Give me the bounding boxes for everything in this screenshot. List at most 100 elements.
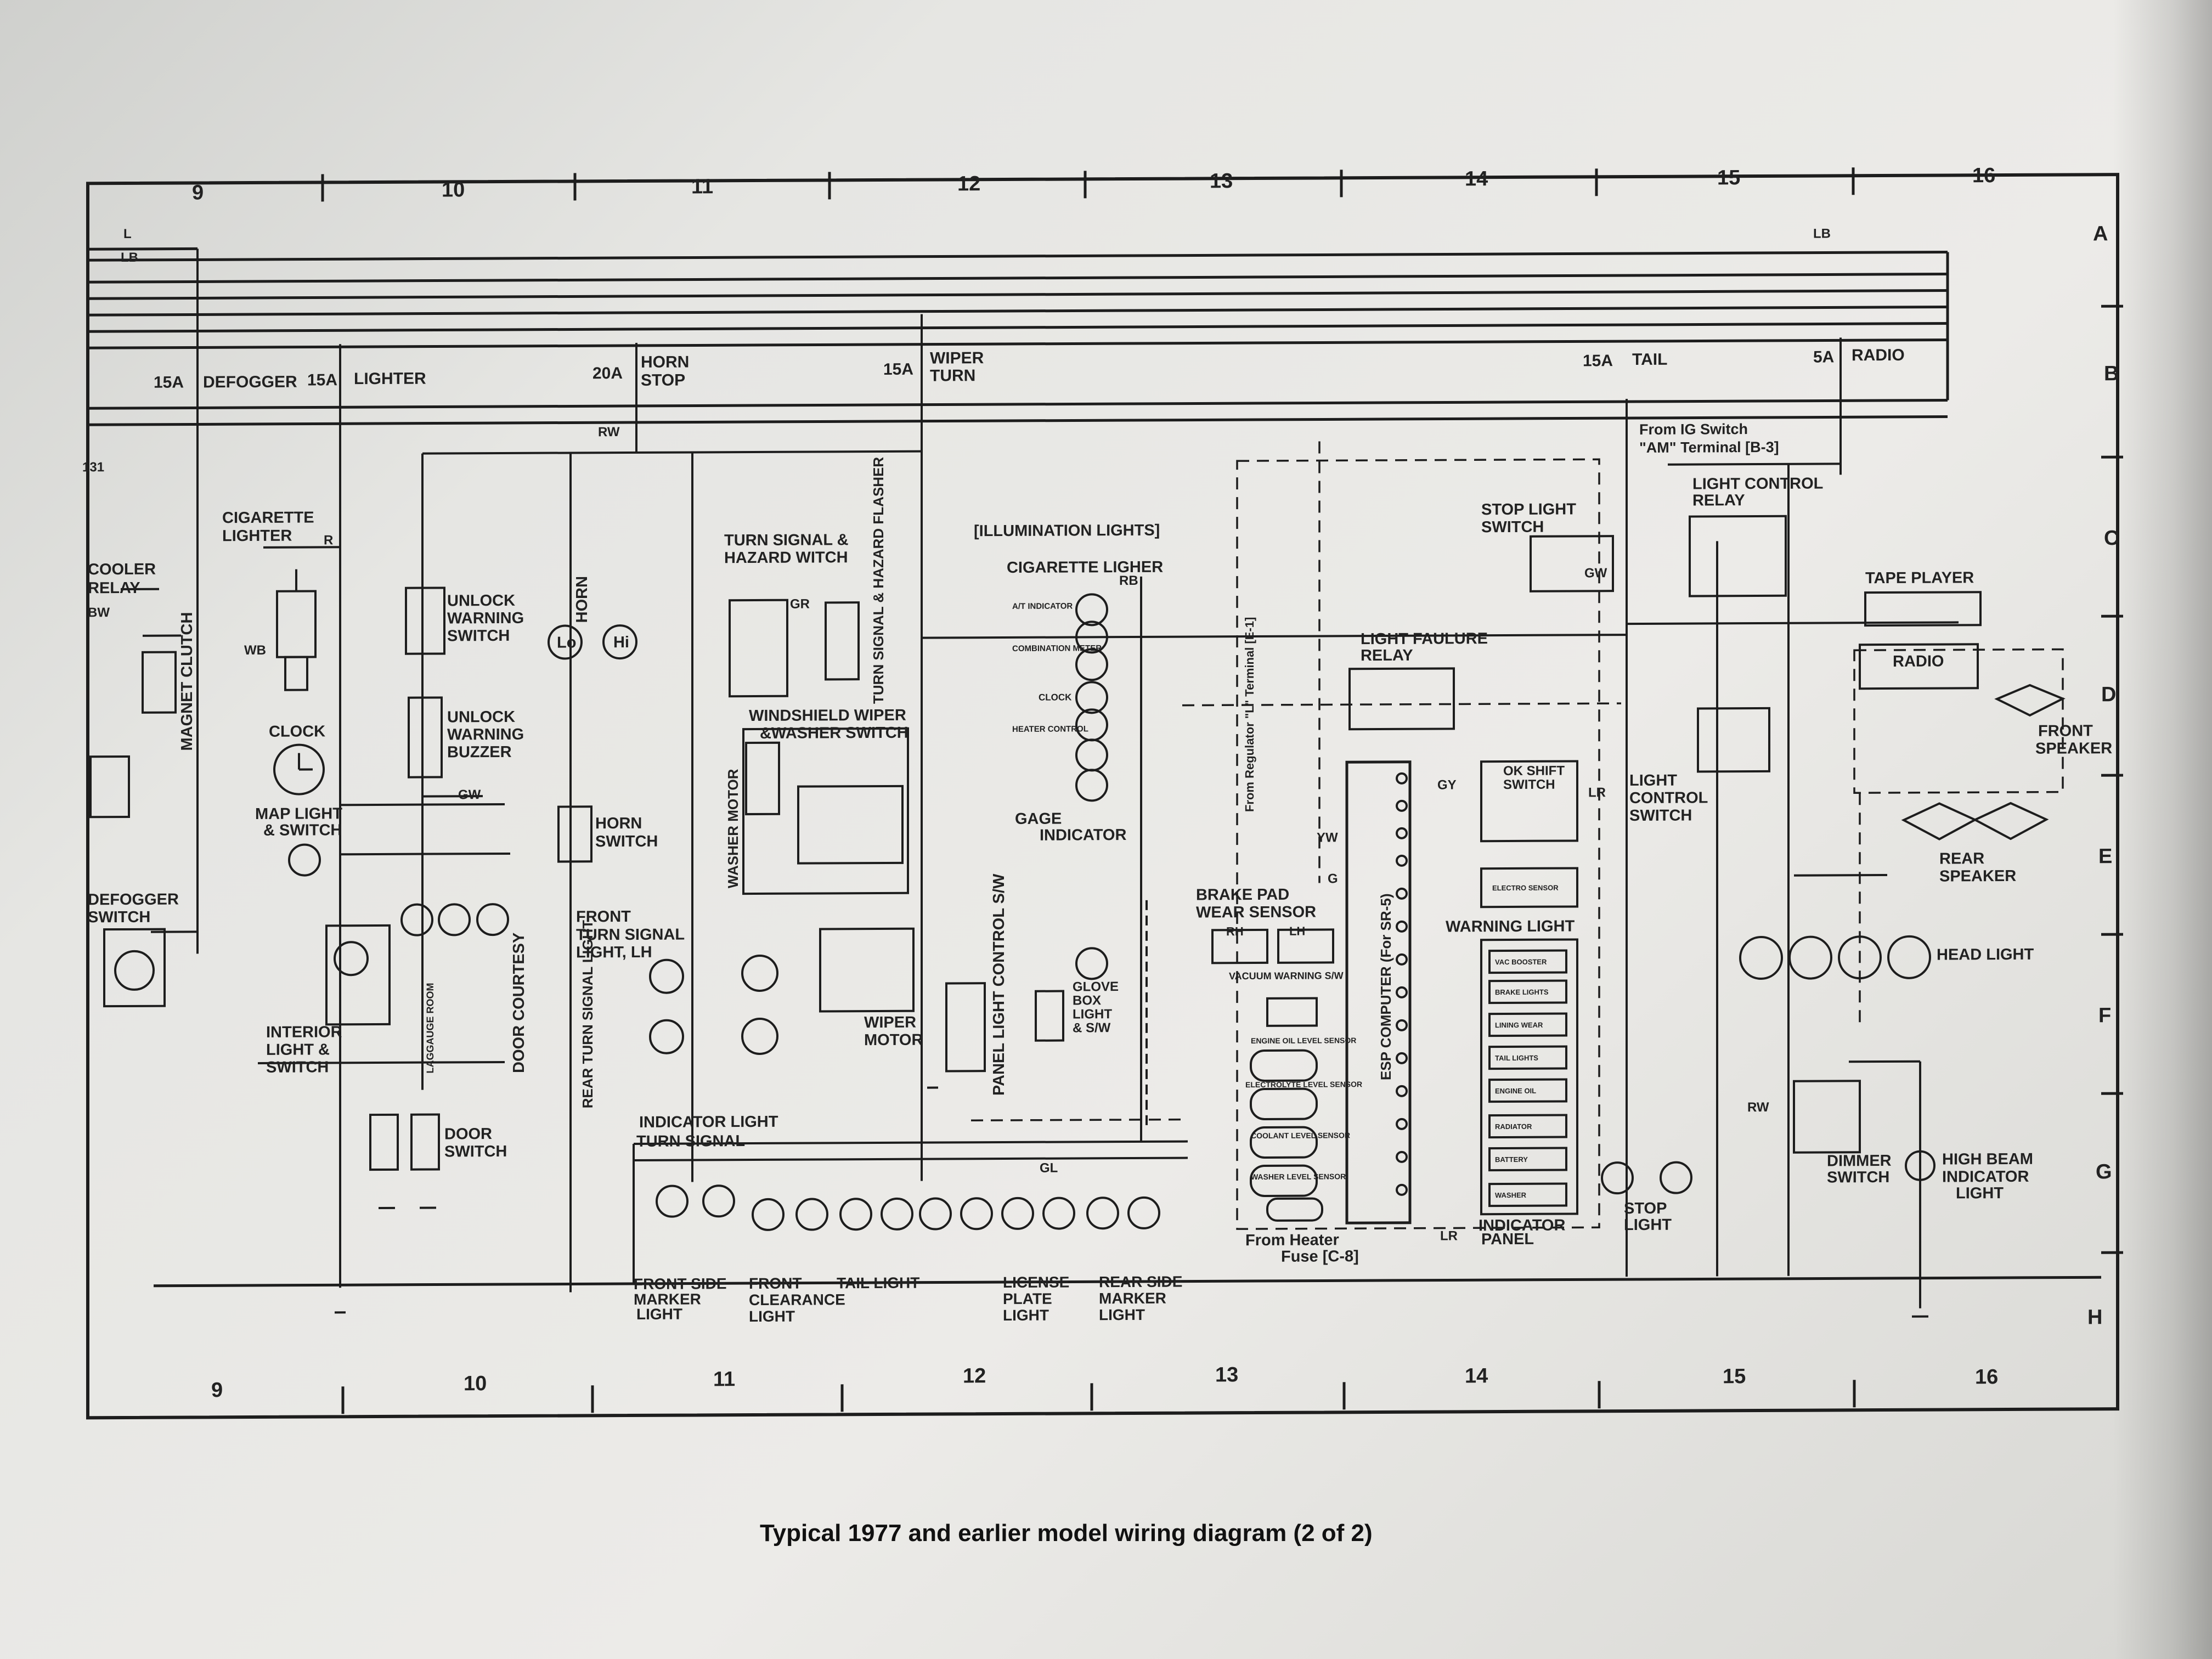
horn-label: HORN xyxy=(573,576,591,623)
rear-speaker-label: REAR xyxy=(1939,850,1984,867)
row-label-f: F xyxy=(2098,1004,2111,1027)
wire-yw: YW xyxy=(1317,830,1338,845)
from-ig-switch-label: From IG Switch xyxy=(1639,421,1748,438)
col-label-bottom-16: 16 xyxy=(1975,1365,1998,1389)
fuse-tail-rating: 15A xyxy=(1583,352,1613,370)
illumination-lights-label: [ILLUMINATION LIGHTS] xyxy=(974,522,1160,540)
gage-indicator-label2: INDICATOR xyxy=(1040,826,1126,844)
at-indicator-label: A/T INDICATOR xyxy=(1012,601,1073,611)
cigarette-lighter-label: CIGARETTE xyxy=(222,509,314,527)
indicator-light-label: INDICATOR LIGHT xyxy=(639,1113,778,1131)
col-label-top-14: 14 xyxy=(1465,167,1488,190)
rear-side-marker-label: REAR SIDE xyxy=(1099,1273,1182,1291)
front-side-marker-label: FRONT SIDE xyxy=(634,1275,727,1293)
wire-lr: LR xyxy=(1588,785,1606,800)
col-label-bottom-10: 10 xyxy=(464,1372,487,1395)
fuse-wiper-label1: WIPER xyxy=(930,349,984,367)
glove-box-label: GLOVE xyxy=(1073,979,1119,994)
indicator-panel-label2: PANEL xyxy=(1481,1231,1534,1248)
glove-box-label4: & S/W xyxy=(1073,1020,1111,1035)
row-label-d: D xyxy=(2101,683,2116,706)
wire-gw-stop: GW xyxy=(1584,566,1607,580)
panel-item-radiator: RADIATOR xyxy=(1495,1122,1532,1131)
clock-label: CLOCK xyxy=(269,723,325,740)
interior-light-label3: SWITCH xyxy=(266,1058,329,1076)
door-courtesy-label: DOOR COURTESY xyxy=(510,933,528,1073)
wire-rw: RW xyxy=(598,425,620,439)
row-label-e: E xyxy=(2098,845,2112,868)
license-plate-label3: LIGHT xyxy=(1003,1307,1049,1324)
col-label-top-10: 10 xyxy=(442,178,465,201)
wire-wb: WB xyxy=(244,643,266,658)
high-beam-indicator-label3: LIGHT xyxy=(1956,1184,2004,1202)
electro-sensor-label: ELECTRO SENSOR xyxy=(1492,884,1559,893)
from-heater-label2: Fuse [C-8] xyxy=(1281,1248,1359,1266)
fuse-lighter-rating: 15A xyxy=(307,371,337,389)
fuse-tail-label: TAIL xyxy=(1632,351,1667,369)
row-label-g: G xyxy=(2096,1160,2112,1183)
wiper-motor-label: WIPER xyxy=(864,1014,916,1031)
brake-pad-label: BRAKE PAD xyxy=(1196,886,1289,904)
door-switch-label: DOOR xyxy=(444,1125,492,1143)
col-label-bottom-12: 12 xyxy=(963,1364,986,1387)
cigarette-lighter-label2: LIGHTER xyxy=(222,527,292,545)
light-control-relay-label: LIGHT CONTROL xyxy=(1692,475,1823,493)
glove-box-label3: LIGHT xyxy=(1073,1007,1112,1022)
flasher-label: TURN SIGNAL & HAZARD FLASHER xyxy=(870,457,887,704)
turn-signal-label: TURN SIGNAL xyxy=(636,1132,745,1150)
diagram-caption: Typical 1977 and earlier model wiring di… xyxy=(760,1520,1373,1547)
col-label-bottom-9: 9 xyxy=(211,1379,223,1402)
unlock-switch-label2: WARNING xyxy=(447,610,524,628)
light-failure-relay-label: LIGHT FAULURE xyxy=(1361,630,1488,648)
from-heater-label: From Heater xyxy=(1245,1231,1339,1249)
esp-computer-label: ESP COMPUTER (For SR-5) xyxy=(1378,893,1394,1080)
turn-hazard-switch-label2: HAZARD WITCH xyxy=(724,549,848,567)
horn-lo-label: Lo xyxy=(557,634,576,651)
front-clearance-label2: CLEARANCE xyxy=(749,1291,845,1308)
wire-gy: GY xyxy=(1437,777,1457,792)
col-label-bottom-14: 14 xyxy=(1465,1364,1488,1387)
fuse-radio-rating: 5A xyxy=(1813,348,1834,366)
wiper-switch-label2: &WASHER SWITCH xyxy=(760,724,909,742)
defogger-switch-label: DEFOGGER xyxy=(88,891,179,909)
wire-gw: GW xyxy=(458,787,481,802)
dimmer-switch-label: DIMMER xyxy=(1827,1152,1892,1170)
fuse-horn-label2: STOP xyxy=(641,371,685,390)
front-turn-label: FRONT xyxy=(576,908,631,926)
unlock-buzzer-label2: WARNING xyxy=(447,726,524,744)
map-light-label2: & SWITCH xyxy=(263,821,342,839)
wire-gl: GL xyxy=(1040,1161,1058,1176)
row-label-h: H xyxy=(2087,1306,2102,1329)
cig-ligher-label: CIGARETTE LIGHER xyxy=(1007,558,1163,577)
fuse-radio-label: RADIO xyxy=(1852,346,1905,364)
light-control-switch-label: LIGHT xyxy=(1629,772,1677,789)
unlock-buzzer-label3: BUZZER xyxy=(447,743,512,761)
wire-rb: RB xyxy=(1119,573,1138,588)
col-label-bottom-15: 15 xyxy=(1723,1365,1746,1388)
stop-light-switch-label2: SWITCH xyxy=(1481,518,1544,536)
panel-item-battery: BATTERY xyxy=(1495,1155,1528,1164)
col-label-top-16: 16 xyxy=(1972,164,1995,187)
interior-light-label: INTERIOR xyxy=(266,1023,342,1041)
license-plate-label2: PLATE xyxy=(1003,1290,1052,1307)
electrolyte-sensor-label: ELECTROLYTE LEVEL SENSOR xyxy=(1245,1080,1362,1089)
col-label-top-13: 13 xyxy=(1210,170,1233,193)
defogger-switch-label2: SWITCH xyxy=(88,909,150,926)
col-label-top-12: 12 xyxy=(957,172,980,195)
glove-box-label2: BOX xyxy=(1073,993,1101,1008)
wire-l: L xyxy=(123,227,132,241)
stop-light-switch-label: STOP LIGHT xyxy=(1481,500,1576,518)
horn-hi-label: Hi xyxy=(613,634,629,651)
washer-level-sensor-label: WASHER LEVEL SENSOR xyxy=(1251,1172,1346,1181)
light-control-switch-label3: SWITCH xyxy=(1629,807,1692,825)
panel-item-brake-lights: BRAKE LIGHTS xyxy=(1495,988,1549,996)
fuse-wiper-label2: TURN xyxy=(930,366,975,385)
brake-pad-label2: WEAR SENSOR xyxy=(1196,904,1316,922)
light-control-switch-label2: CONTROL xyxy=(1629,789,1708,807)
luggage-light-label: LAGGAUGE ROOM xyxy=(425,983,436,1074)
unlock-buzzer-label: UNLOCK xyxy=(447,708,515,726)
tape-player-label: TAPE PLAYER xyxy=(1865,569,1974,587)
col-label-top-11: 11 xyxy=(691,175,713,198)
heater-control-label: HEATER CONTROL xyxy=(1012,724,1088,734)
